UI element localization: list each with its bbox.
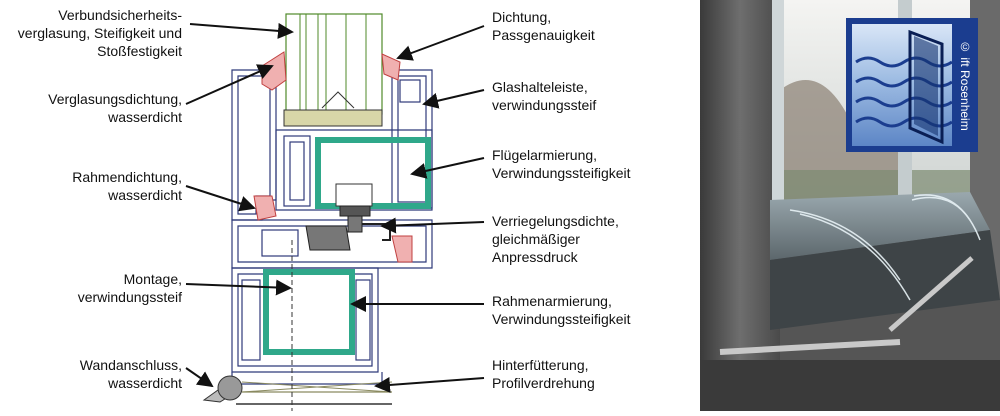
label-line: wasserdicht — [108, 109, 182, 125]
label-line: Rahmendichtung, — [72, 169, 182, 185]
label-hinterfuetterung: Hinterfütterung, Profilverdrehung — [492, 356, 595, 392]
left-leader-lines — [185, 22, 294, 388]
ift-rosenheim-logo: © ift Rosenheim — [846, 18, 978, 152]
label-line: Anpressdruck — [492, 249, 578, 265]
label-rahmendichtung: Rahmendichtung, wasserdicht — [2, 168, 182, 204]
label-line: Profilverdrehung — [492, 375, 595, 391]
label-montage: Montage, verwindungssteif — [2, 270, 182, 306]
label-fluegelarmierung: Flügelarmierung, Verwindungssteifigkeit — [492, 146, 631, 182]
label-dichtung: Dichtung, Passgenauigkeit — [492, 8, 595, 44]
window-water-test-photo — [700, 0, 1000, 411]
wall-connection — [202, 375, 393, 405]
cross-section-drawing — [185, 13, 485, 411]
label-rahmenarmierung: Rahmenarmierung, Verwindungssteifigkeit — [492, 292, 631, 328]
label-line: verwindungssteif — [77, 289, 182, 305]
label-line: Wandanschluss, — [79, 357, 182, 373]
glazing-gasket-right — [381, 53, 401, 81]
label-line: Passgenauigkeit — [492, 27, 595, 43]
label-line: wasserdicht — [108, 375, 182, 391]
locking-hardware — [305, 183, 391, 251]
label-line: Hinterfütterung, — [492, 357, 589, 373]
label-line: Verwindungssteifigkeit — [492, 165, 631, 181]
glazing-unit — [285, 13, 383, 115]
label-line: verwindungssteif — [492, 97, 597, 113]
logo-wave-icon — [855, 29, 953, 145]
gaskets — [253, 51, 413, 263]
label-line: Glashalteleiste, — [492, 79, 588, 95]
sash-reinforcement — [315, 137, 431, 209]
label-verriegelungsdichte: Verriegelungsdichte, gleichmäßiger Anpre… — [492, 212, 619, 266]
logo-graphic — [852, 24, 953, 146]
label-line: Verriegelungsdichte, — [492, 213, 619, 229]
label-line: gleichmäßiger — [492, 231, 580, 247]
label-line: Verbundsicherheits- — [58, 7, 182, 23]
locking-gasket — [391, 235, 413, 263]
glazing-gasket-left — [261, 51, 287, 91]
label-line: Montage, — [123, 271, 182, 287]
frame-gasket — [253, 195, 277, 221]
label-line: Rahmenarmierung, — [492, 293, 612, 309]
photo-illustration — [700, 0, 1000, 411]
label-glashalteleiste: Glashalteleiste, verwindungssteif — [492, 78, 596, 114]
glazing-bead — [283, 109, 383, 127]
label-line: Verwindungssteifigkeit — [492, 311, 631, 327]
logo-text: © ift Rosenheim — [958, 39, 972, 131]
label-line: wasserdicht — [108, 187, 182, 203]
label-wandanschluss: Wandanschluss, wasserdicht — [2, 356, 182, 392]
label-verbundsicherheitsverglasung: Verbundsicherheits- verglasung, Steifigk… — [2, 6, 182, 60]
right-leader-lines — [350, 25, 485, 393]
frame-reinforcement — [263, 269, 355, 355]
label-line: verglasung, Steifigkeit und — [17, 25, 182, 41]
label-line: Stoßfestigkeit — [97, 43, 182, 59]
label-line: Flügelarmierung, — [492, 147, 598, 163]
window-cross-section-diagram: Verbundsicherheits- verglasung, Steifigk… — [2, 6, 631, 411]
label-verglasungsdichtung: Verglasungsdichtung, wasserdicht — [2, 90, 182, 126]
label-line: Verglasungsdichtung, — [48, 91, 182, 107]
label-line: Dichtung, — [492, 9, 552, 25]
